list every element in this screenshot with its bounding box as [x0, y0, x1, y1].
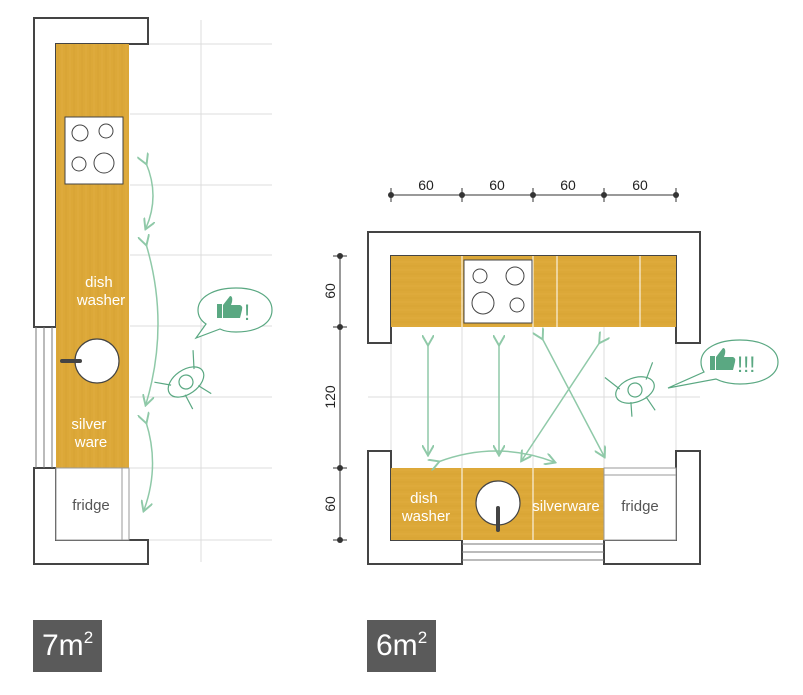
u-cooktop-icon — [463, 259, 533, 324]
galley-window — [35, 327, 53, 468]
galley-counter — [56, 44, 129, 468]
u-silverware-label: silverware — [532, 498, 600, 515]
u-area-value: 6m — [376, 629, 418, 662]
u-person-icon — [604, 362, 656, 417]
u-fridge — [603, 467, 677, 541]
galley-area-sup: 2 — [83, 628, 94, 647]
dim-top-3: 60 — [560, 177, 576, 193]
person-icon — [154, 350, 212, 410]
u-fridge-label: fridge — [621, 498, 659, 515]
speech-bubble-icon: ! — [194, 287, 273, 340]
galley-kitchen-plan: dish washer silver ware fridge — [33, 17, 273, 565]
dim-top-1: 60 — [418, 177, 434, 193]
u-dimensions-left: 60 120 60 — [322, 253, 347, 543]
u-grid — [368, 327, 700, 468]
u-area-sup: 2 — [417, 628, 428, 647]
galley-bubble-text: ! — [244, 300, 250, 325]
dim-left-2: 120 — [322, 385, 338, 409]
dim-top-4: 60 — [632, 177, 648, 193]
u-kitchen-plan: 60 60 60 60 60 120 60 — [322, 177, 779, 565]
cooktop-icon — [64, 116, 124, 185]
u-speech-bubble-icon: !!! — [667, 339, 779, 389]
u-movement-arrows — [428, 338, 604, 462]
u-bubble-text: !!! — [737, 352, 755, 377]
u-area-badge: 6m2 — [367, 620, 437, 672]
u-sink-icon — [475, 480, 521, 532]
sink-icon — [60, 338, 120, 384]
u-dimensions-top: 60 60 60 60 — [388, 177, 679, 202]
thumbs-up-icon — [217, 296, 243, 318]
dim-left-3: 60 — [322, 496, 338, 512]
galley-dishwasher-label: dish washer — [76, 274, 125, 309]
dim-left-1: 60 — [322, 283, 338, 299]
galley-fridge — [55, 467, 130, 541]
u-dishwasher-label: dish washer — [401, 490, 450, 525]
galley-movement-arrows — [144, 163, 159, 510]
galley-area-value: 7m — [42, 629, 84, 662]
dim-top-2: 60 — [489, 177, 505, 193]
galley-fridge-label: fridge — [72, 497, 110, 514]
u-window — [462, 543, 604, 561]
u-thumbs-up-icon — [710, 348, 736, 370]
galley-silverware-label: silver ware — [71, 416, 110, 451]
galley-area-badge: 7m2 — [33, 620, 103, 672]
